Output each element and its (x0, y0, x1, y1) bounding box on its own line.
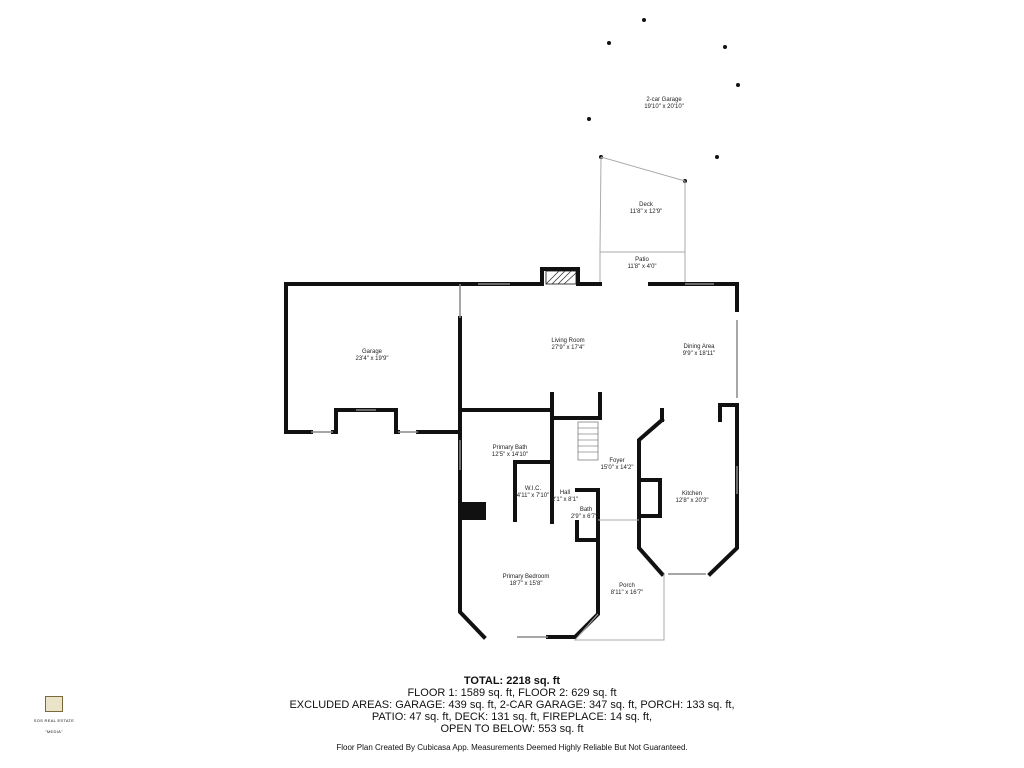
room-dims: 23'4" x 19'9" (356, 356, 389, 362)
excluded-areas-line2: PATIO: 47 sq. ft, DECK: 131 sq. ft, FIRE… (371, 711, 653, 723)
closet-block (460, 502, 486, 520)
two-car-garage-outline (587, 18, 740, 183)
room-name: W.I.C. (525, 486, 542, 492)
total-area: TOTAL: 2218 sq. ft (463, 675, 561, 687)
logo-mark-icon (45, 696, 63, 712)
room-label-hall: Hall 2'1" x 8'1" (552, 490, 578, 503)
stairs (577, 421, 599, 461)
room-label-bath: Bath 2'9" x 6'7" (571, 507, 597, 520)
floor-areas: FLOOR 1: 1589 sq. ft, FLOOR 2: 629 sq. f… (407, 687, 617, 699)
room-dims: 11'8" x 12'9" (630, 209, 662, 215)
room-label-living-room: Living Room 27'9" x 17'4" (551, 338, 584, 351)
room-label-primary-bath: Primary Bath 12'5" x 14'10" (492, 445, 528, 458)
room-label-primary-bedroom: Primary Bedroom 18'7" x 15'8" (503, 574, 550, 587)
porch-outline (573, 519, 665, 641)
room-dims: 4'11" x 7'10" (517, 493, 549, 499)
room-dims: 9'9" x 18'11" (683, 351, 715, 357)
room-label-dining-area: Dining Area 9'9" x 18'11" (683, 344, 715, 357)
room-name: Primary Bath (493, 445, 528, 451)
disclaimer: Floor Plan Created By Cubicasa App. Meas… (336, 743, 688, 752)
room-label-kitchen: Kitchen 12'8" x 20'3" (676, 491, 709, 504)
room-dims: 2'1" x 8'1" (552, 497, 578, 503)
room-label-garage: Garage 23'4" x 19'9" (356, 349, 389, 362)
deck-patio-outline (599, 156, 686, 284)
room-dims: 12'5" x 14'10" (492, 452, 528, 458)
room-dims: 15'0" x 14'2" (601, 465, 634, 471)
room-dims: 12'8" x 20'3" (676, 498, 709, 504)
room-dims: 18'7" x 15'8" (510, 581, 543, 587)
room-name: Garage (362, 349, 383, 355)
room-label-deck: Deck 11'8" x 12'9" (630, 202, 662, 215)
room-dims: 2'9" x 6'7" (571, 514, 597, 520)
room-label-porch: Porch 8'11" x 16'7" (611, 583, 643, 596)
room-label-foyer: Foyer 15'0" x 14'2" (601, 458, 634, 471)
room-name: Patio (635, 257, 649, 263)
room-name: Hall (560, 490, 570, 496)
room-name: Porch (619, 583, 635, 589)
logo-line1: SOS REAL ESTATE (33, 718, 75, 723)
room-dims: 11'8" x 4'0" (627, 264, 656, 270)
room-label-wic: W.I.C. 4'11" x 7'10" (517, 486, 549, 499)
room-name: Primary Bedroom (503, 574, 550, 580)
room-name: Kitchen (682, 491, 702, 497)
room-name: Deck (639, 202, 654, 208)
room-name: Foyer (609, 458, 624, 464)
windows (311, 283, 738, 638)
room-dims: 8'11" x 16'7" (611, 590, 643, 596)
fireplace (545, 270, 577, 285)
company-logo: SOS REAL ESTATE "MEDIA" (32, 696, 76, 734)
room-label-two-car-garage: 2-car Garage 19'10" x 20'10" (644, 97, 684, 110)
room-name: 2-car Garage (646, 97, 682, 103)
excluded-areas-line3: OPEN TO BELOW: 553 sq. ft (440, 723, 584, 735)
room-name: Dining Area (683, 344, 715, 350)
room-label-patio: Patio 11'8" x 4'0" (627, 257, 656, 270)
room-name: Bath (580, 507, 592, 513)
room-dims: 27'9" x 17'4" (552, 345, 585, 351)
room-dims: 19'10" x 20'10" (644, 104, 684, 110)
excluded-areas-line1: EXCLUDED AREAS: GARAGE: 439 sq. ft, 2-CA… (289, 699, 735, 711)
room-name: Living Room (551, 338, 584, 344)
logo-line2: "MEDIA" (45, 729, 63, 734)
